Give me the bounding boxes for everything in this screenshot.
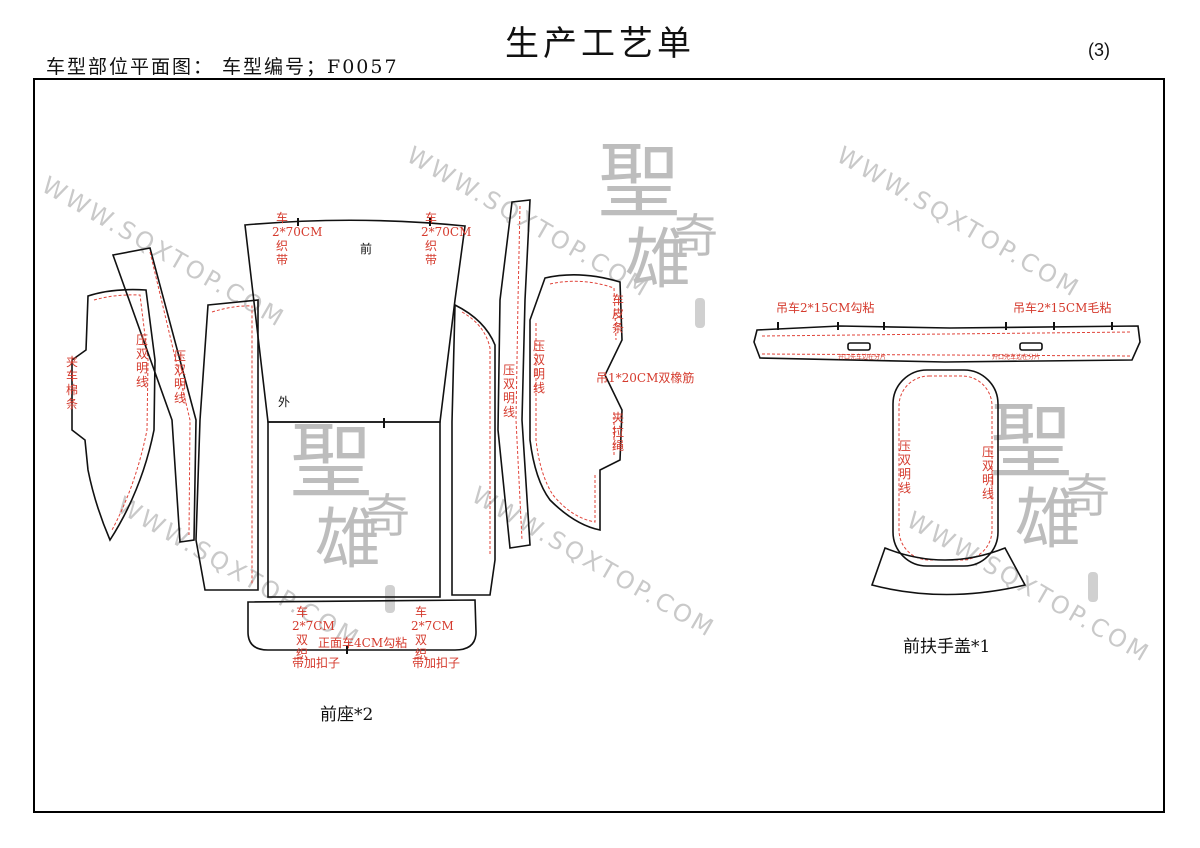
pattern-piece-armrest-arc [870, 546, 1027, 596]
note-elastic: 吊1*20CM双橡筋 [596, 370, 694, 385]
strap-slot [847, 342, 871, 351]
seal-glyph: 聖 [990, 395, 1072, 490]
pattern-piece-side-left-2 [195, 299, 259, 591]
note-bottom-right: 车 2*7CM 双 织 [411, 604, 458, 661]
seal-glyph: 聖 [290, 415, 372, 510]
stitch-line [461, 311, 491, 555]
note-drawcord: 夹 拉 绳 [612, 411, 628, 453]
front-seat-pattern: 前 外 夹 车 棉 条 压 双 明 线 压 双 明 线 车 2*70CM 织 带… [66, 199, 694, 725]
caption-front-seat: 前座*2 [320, 705, 373, 725]
pattern-piece-side-right-1 [451, 303, 496, 596]
note-armrest-right: 压 双 明 线 [982, 445, 998, 501]
note-backrest-right: 车 2*70CM 织 带 [421, 210, 475, 267]
note-button-left: 带加扣子 [292, 656, 340, 670]
pattern-piece-side-left-1 [111, 247, 197, 543]
stitch-line [149, 251, 191, 536]
watermark-text: WWW.SQXTOP.COM [832, 141, 1085, 303]
stitch-line [93, 294, 149, 531]
note-bottom-center: 正面车4CM勾粘 [318, 635, 407, 650]
note-slot-right: 开口先车边在分片 [992, 353, 1040, 361]
stitch-line [515, 205, 523, 541]
seal-glyph: 奇 [1064, 469, 1110, 523]
label-front: 前 [360, 241, 372, 256]
stitch-line [761, 331, 1133, 357]
label-outer: 外 [278, 395, 290, 409]
pattern-piece-right-wing [529, 274, 623, 531]
note-side-left-2: 压 双 明 线 [174, 349, 190, 405]
seal-glyph: 聖 [598, 135, 680, 230]
note-hook-velcro: 吊车2*15CM勾粘 [776, 300, 874, 315]
stitch-line [535, 280, 617, 523]
strap-slot [1019, 342, 1043, 351]
watermark-text: WWW.SQXTOP.COM [37, 171, 290, 333]
note-leather-strip: 车 皮 条 [612, 292, 628, 335]
note-side-right-2: 压 双 明 线 [533, 339, 549, 395]
note-button-right: 带加扣子 [412, 656, 460, 670]
note-armrest-left: 压 双 明 线 [899, 439, 915, 495]
stitch-line [211, 305, 253, 585]
note-side-right-1: 压 双 明 线 [503, 363, 519, 419]
seal-glyph: 雄 [1015, 481, 1081, 558]
page-number: (3) [1088, 40, 1110, 60]
pattern-piece-backrest [244, 219, 466, 423]
pattern-piece-armrest-pad [892, 369, 999, 567]
drawing-frame [33, 78, 1165, 813]
document-title: 生产工艺单 [505, 24, 695, 64]
seal-glyph: 雄 [315, 501, 381, 578]
note-bottom-left: 车 2*7CM 双 织 [292, 604, 339, 661]
pattern-piece-bottom-strip [247, 599, 477, 651]
caption-armrest: 前扶手盖*1 [903, 637, 990, 657]
armrest-pattern: 吊车2*15CM勾粘 吊车2*15CM毛粘 开口先车边在分片 开口先车边在分片 … [753, 300, 1141, 657]
watermark-seal: 聖 奇 雄 [990, 395, 1110, 602]
note-loop-velcro: 吊车2*15CM毛粘 [1013, 300, 1111, 315]
pattern-piece-left-strip [71, 288, 156, 542]
note-left-strip: 夹 车 棉 条 [66, 355, 82, 411]
model-subtitle: 车型部位平面图： 车型编号；F0057 [46, 56, 399, 78]
seal-mark [385, 585, 395, 613]
seal-mark [695, 298, 705, 328]
seal-glyph: 雄 [625, 221, 691, 298]
seal-mark [1088, 572, 1098, 602]
pattern-piece-seat-cushion [267, 421, 441, 598]
seal-glyph: 奇 [672, 209, 718, 263]
note-backrest-left: 车 2*70CM 织 带 [272, 210, 326, 267]
watermark-seal: 聖 奇 雄 [290, 415, 410, 613]
watermark-seal: 聖 奇 雄 [598, 135, 718, 328]
note-side-left-1: 压 双 明 线 [136, 333, 152, 389]
note-slot-left: 开口先车边在分片 [838, 353, 886, 361]
pattern-piece-side-right-2 [497, 199, 531, 549]
seal-glyph: 奇 [364, 489, 410, 543]
pattern-piece-armrest-strap [753, 325, 1141, 363]
